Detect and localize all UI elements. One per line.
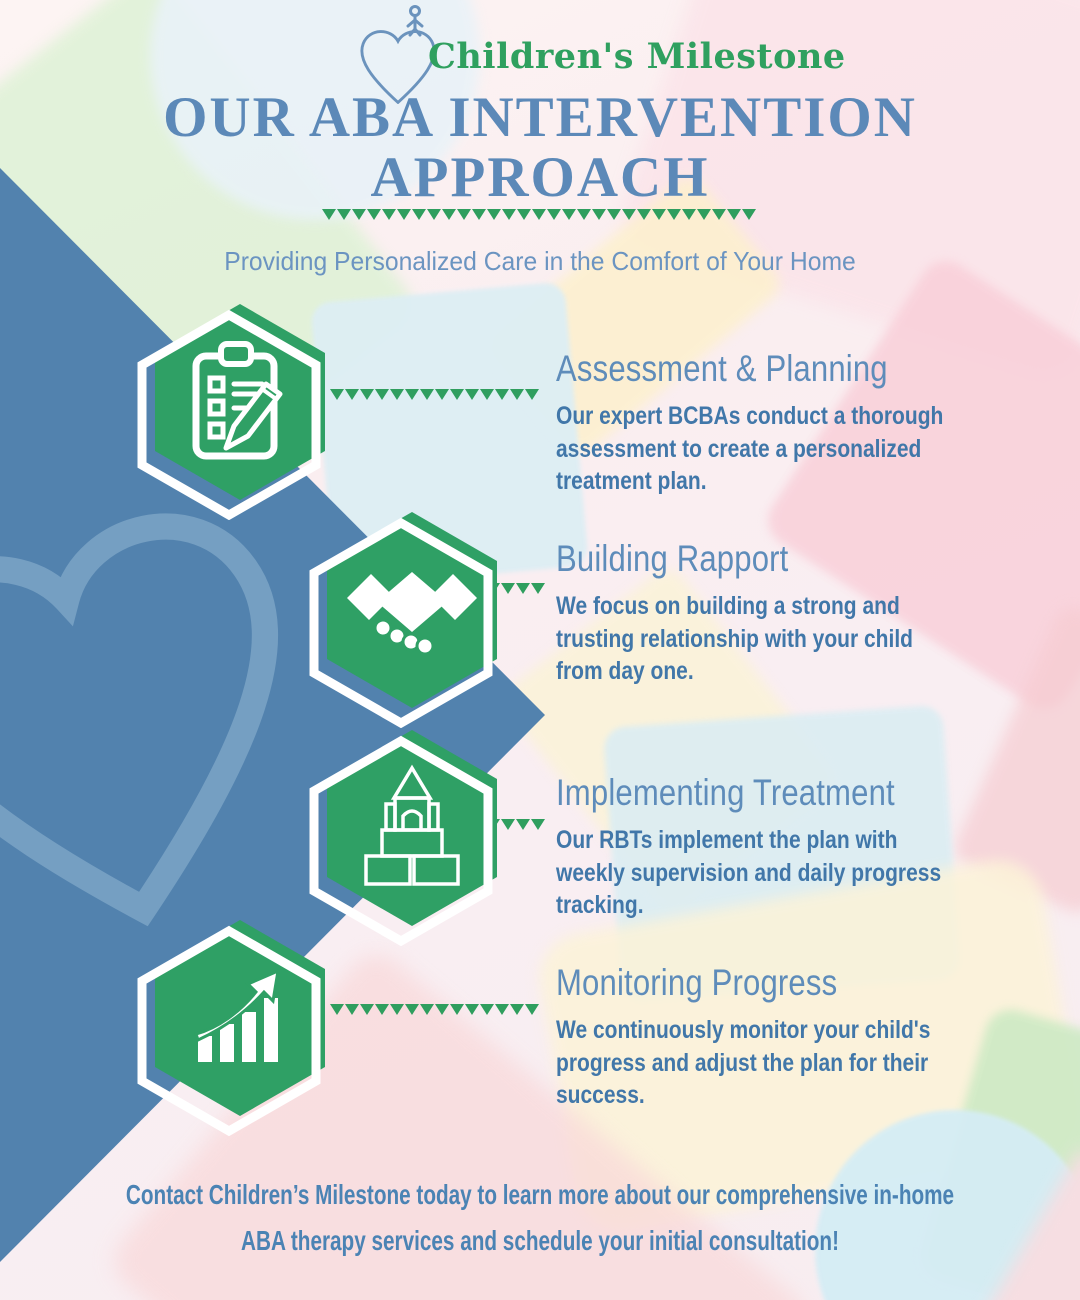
triangle-marker-icon [465,389,479,400]
clipboard-checklist-icon [137,304,325,520]
triangle-marker-icon [480,389,494,400]
handshake-icon [309,512,497,728]
triangle-marker-icon [322,209,336,220]
triangle-marker-icon [622,209,636,220]
triangle-marker-icon [516,583,530,594]
triangle-marker-icon [427,209,441,220]
triangle-marker-icon [420,1004,434,1015]
triangle-marker-icon [472,209,486,220]
page-title-line2: APPROACH [370,145,710,209]
triangle-marker-icon [577,209,591,220]
triangle-marker-icon [360,1004,374,1015]
triangle-marker-icon [375,389,389,400]
triangle-marker-icon [412,209,426,220]
triangle-marker-icon [742,209,756,220]
triangle-marker-icon [531,819,545,830]
triangle-marker-icon [727,209,741,220]
page-subtitle: Providing Personalized Care in the Comfo… [224,246,856,276]
triangle-marker-icon [367,209,381,220]
step-2: Building Rapport We focus on building a … [556,538,959,688]
step-3-title: Implementing Treatment [556,772,895,813]
triangle-marker-icon [450,1004,464,1015]
step-2-description: We focus on building a strong and trusti… [556,592,914,685]
triangle-marker-icon [337,209,351,220]
triangle-marker-icon [510,1004,524,1015]
heart-outline-icon [0,513,278,927]
triangle-marker-icon [382,209,396,220]
triangle-marker-icon [547,209,561,220]
triangle-marker-icon [592,209,606,220]
triangle-marker-icon [501,583,515,594]
triangle-marker-icon [390,389,404,400]
triangle-marker-icon [330,389,344,400]
block-tower-icon [309,730,497,946]
triangle-marker-icon [420,389,434,400]
triangle-marker-icon [525,389,539,400]
triangle-marker-icon [450,389,464,400]
triangle-marker-icon [435,1004,449,1015]
triangle-marker-icon [375,1004,389,1015]
page-title: OUR ABA INTERVENTION APPROACH [0,88,1080,208]
step-1-description: Our expert BCBAs conduct a thorough asse… [556,402,944,495]
triangle-marker-icon [360,389,374,400]
triangle-marker-icon [532,209,546,220]
brand-name: Children's Milestone [428,36,846,77]
triangle-marker-icon [517,209,531,220]
triangle-marker-icon [442,209,456,220]
triangle-marker-icon [607,209,621,220]
triangle-marker-icon [525,1004,539,1015]
footer-cta-text: Contact Children’s Milestone today to le… [125,1179,955,1256]
step-4-description: We continuously monitor your child's pro… [556,1016,931,1109]
triangle-marker-icon [330,1004,344,1015]
triangle-marker-icon [405,1004,419,1015]
footer-cta: Contact Children’s Milestone today to le… [0,1172,1080,1264]
triangle-marker-icon [465,1004,479,1015]
triangle-marker-icon [652,209,666,220]
triangle-marker-icon [495,1004,509,1015]
heart-child-logo-icon [360,5,436,104]
triangle-marker-icon [531,583,545,594]
triangle-marker-icon [501,819,515,830]
triangle-marker-icon [405,389,419,400]
step4-connector-triangles [330,1002,540,1015]
step-4-title: Monitoring Progress [556,962,838,1003]
triangle-marker-icon [682,209,696,220]
triangle-marker-icon [457,209,471,220]
triangle-marker-icon [510,389,524,400]
step-1-title: Assessment & Planning [556,348,888,389]
triangle-marker-icon [480,1004,494,1015]
title-divider-triangles [322,207,757,220]
step-3: Implementing Treatment Our RBTs implemen… [556,772,959,922]
triangle-marker-icon [637,209,651,220]
triangle-marker-icon [712,209,726,220]
triangle-marker-icon [697,209,711,220]
triangle-marker-icon [397,209,411,220]
triangle-marker-icon [667,209,681,220]
step-3-description: Our RBTs implement the plan with weekly … [556,826,942,919]
step-1: Assessment & Planning Our expert BCBAs c… [556,348,959,498]
triangle-marker-icon [502,209,516,220]
step-4: Monitoring Progress We continuously moni… [556,962,959,1112]
triangle-marker-icon [516,819,530,830]
triangle-marker-icon [435,389,449,400]
growth-chart-icon [137,920,325,1136]
page-title-line1: OUR ABA INTERVENTION [163,86,917,149]
triangle-marker-icon [495,389,509,400]
step1-connector-triangles [330,387,540,400]
triangle-marker-icon [352,209,366,220]
triangle-marker-icon [345,389,359,400]
triangle-marker-icon [345,1004,359,1015]
triangle-marker-icon [390,1004,404,1015]
triangle-marker-icon [487,209,501,220]
triangle-marker-icon [562,209,576,220]
step-2-title: Building Rapport [556,538,789,579]
